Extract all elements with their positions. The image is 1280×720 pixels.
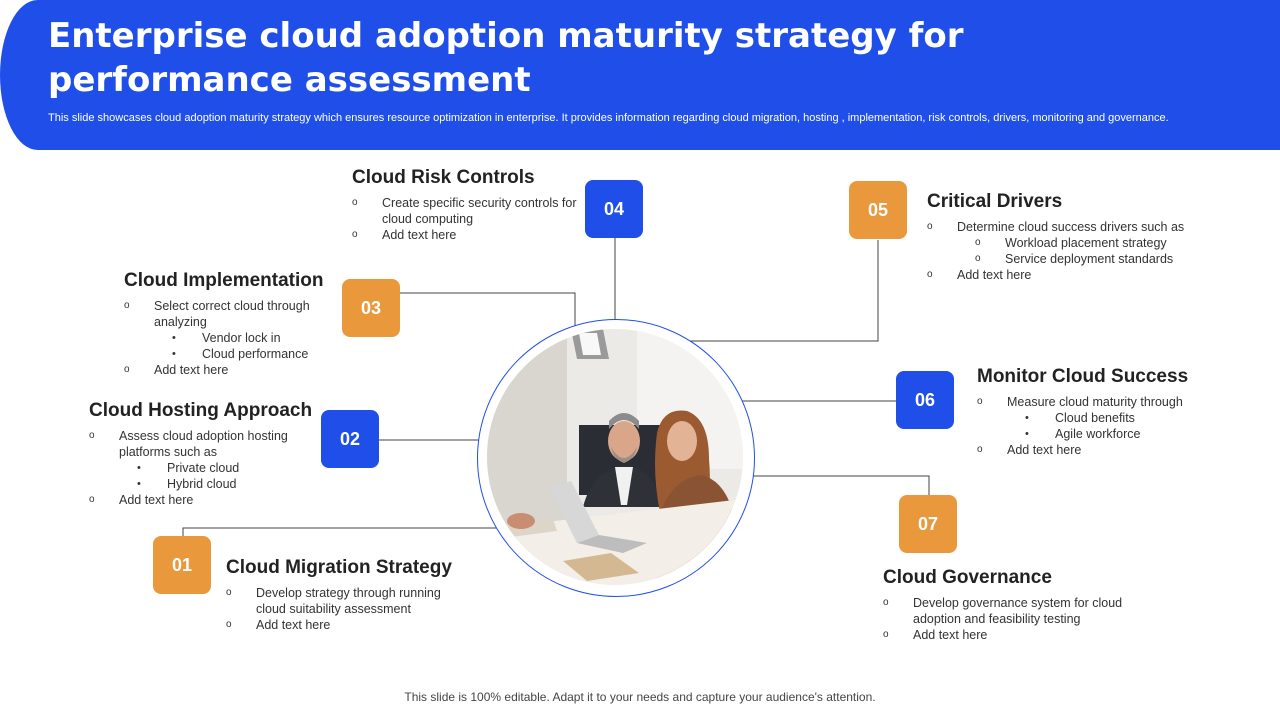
section-title: Monitor Cloud Success [977, 366, 1189, 387]
list-sub-item: Cloud performance [124, 346, 334, 362]
section-migration: Cloud Migration Strategy Develop strateg… [226, 557, 466, 633]
section-title: Cloud Governance [883, 567, 1052, 588]
badge-02: 02 [321, 410, 379, 468]
badge-03: 03 [342, 279, 400, 337]
badge-07: 07 [899, 495, 957, 553]
section-governance: Cloud Governance Develop governance syst… [883, 567, 1133, 643]
meeting-photo [487, 329, 743, 585]
badge-04: 04 [585, 180, 643, 238]
list-sub-item: Workload placement strategy [927, 235, 1217, 251]
list-item: Determine cloud success drivers such as [927, 219, 1217, 235]
list-sub-item: Private cloud [89, 460, 314, 476]
list-item: Add text here [977, 442, 1217, 458]
section-title: Critical Drivers [927, 191, 1063, 212]
connector-01 [182, 527, 497, 536]
list-item: Add text here [927, 267, 1217, 283]
list-item: Create specific security controls for cl… [352, 195, 582, 227]
list-sub-item: Hybrid cloud [89, 476, 314, 492]
list-sub-item: Service deployment standards [927, 251, 1217, 267]
connector-07 [748, 475, 930, 495]
list-item: Add text here [124, 362, 334, 378]
header-banner: Enterprise cloud adoption maturity strat… [0, 0, 1280, 150]
connector-03 [400, 292, 576, 330]
section-hosting: Cloud Hosting Approach Assess cloud adop… [89, 400, 314, 508]
list-item: Add text here [352, 227, 582, 243]
list-sub-item: Agile workforce [977, 426, 1217, 442]
badge-01: 01 [153, 536, 211, 594]
list-item: Add text here [89, 492, 314, 508]
connector-05 [690, 240, 879, 342]
section-title: Cloud Hosting Approach [89, 400, 313, 421]
list-item: Select correct cloud through analyzing [124, 298, 334, 330]
section-title: Cloud Migration Strategy [226, 557, 452, 578]
section-monitor: Monitor Cloud Success Measure cloud matu… [977, 366, 1217, 458]
footer-note: This slide is 100% editable. Adapt it to… [404, 690, 876, 704]
list-item: Develop governance system for cloud adop… [883, 595, 1133, 627]
list-item: Add text here [226, 617, 466, 633]
page-subtitle: This slide showcases cloud adoption matu… [48, 112, 1169, 124]
list-item: Measure cloud maturity through [977, 394, 1217, 410]
section-title: Cloud Implementation [124, 270, 324, 291]
list-sub-item: Vendor lock in [124, 330, 334, 346]
badge-05: 05 [849, 181, 907, 239]
list-item: Develop strategy through running cloud s… [226, 585, 466, 617]
list-sub-item: Cloud benefits [977, 410, 1217, 426]
section-critical-drivers: Critical Drivers Determine cloud success… [927, 191, 1217, 283]
page-title: Enterprise cloud adoption maturity strat… [48, 16, 964, 100]
section-risk-controls: Cloud Risk Controls Create specific secu… [352, 167, 582, 243]
list-item: Add text here [883, 627, 1133, 643]
section-title: Cloud Risk Controls [352, 167, 535, 188]
section-implementation: Cloud Implementation Select correct clou… [124, 270, 334, 378]
badge-06: 06 [896, 371, 954, 429]
list-item: Assess cloud adoption hosting platforms … [89, 428, 314, 460]
